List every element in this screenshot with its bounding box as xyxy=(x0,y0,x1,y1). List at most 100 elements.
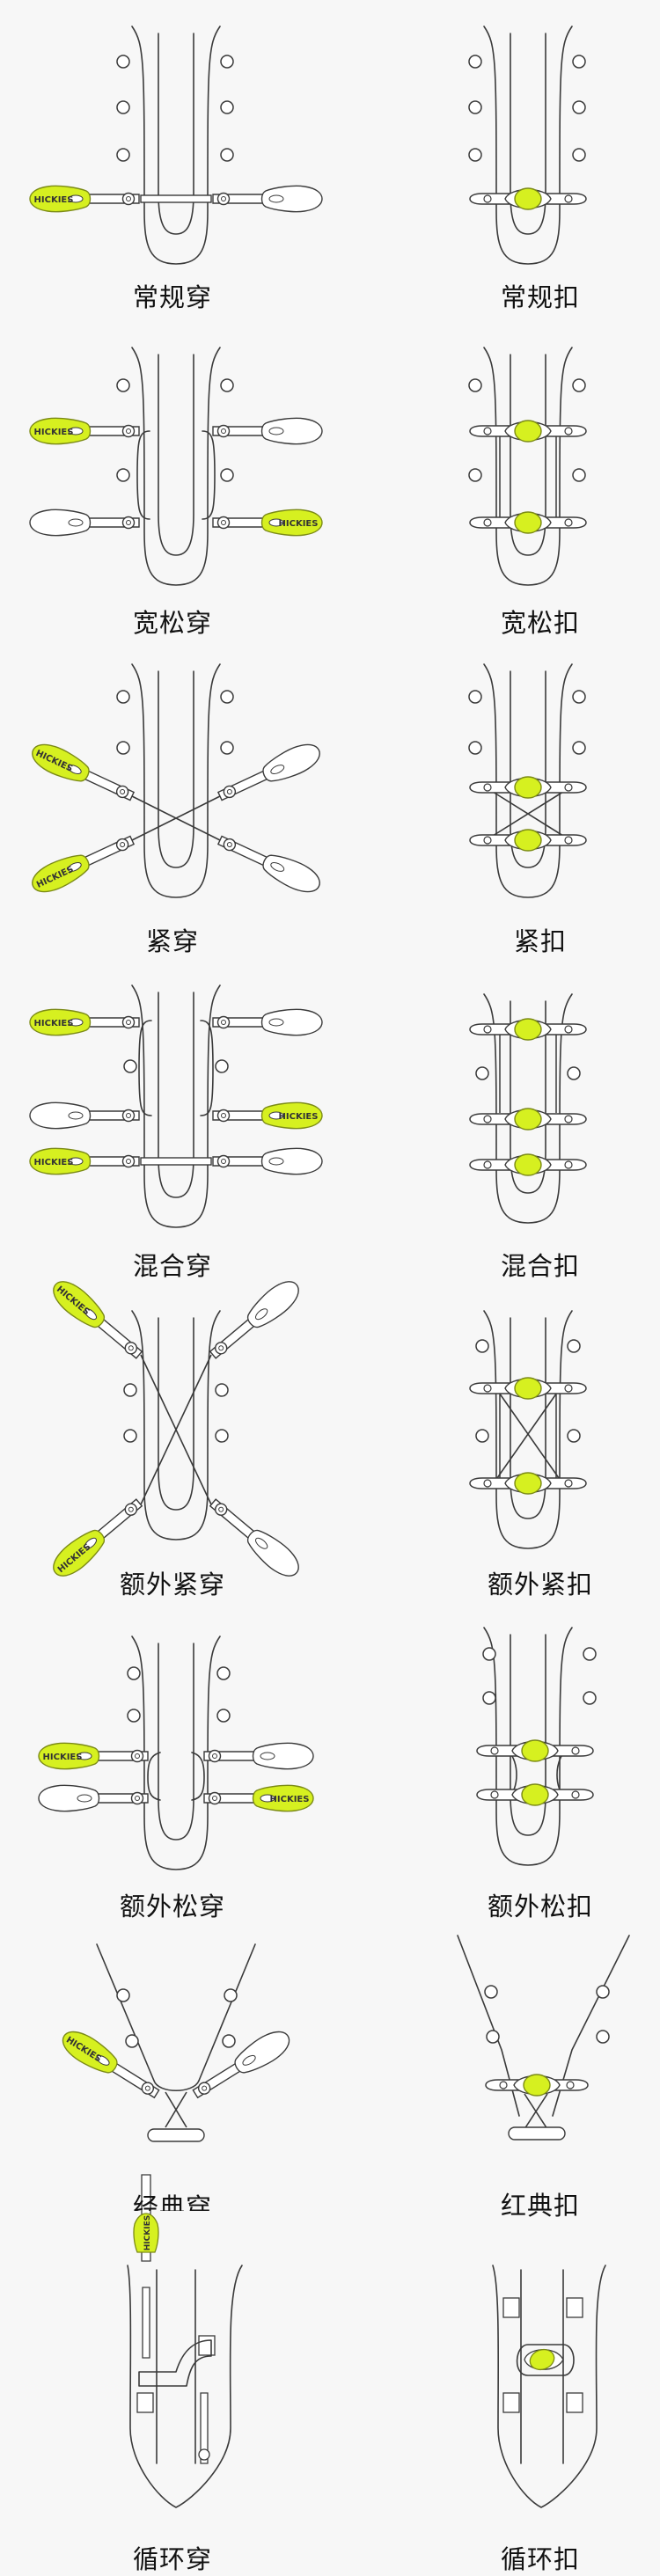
lace-clip-icon xyxy=(212,1008,323,1036)
crossed-lace xyxy=(140,1354,212,1505)
shoe-tongue xyxy=(156,2269,196,2464)
eyelet-icon xyxy=(116,468,130,482)
shoe-outline xyxy=(127,2265,243,2508)
eyelet-tab xyxy=(198,2335,216,2356)
eyelet-icon xyxy=(564,1479,573,1488)
eyelet-icon xyxy=(216,1666,231,1680)
clip-button-icon xyxy=(514,187,542,210)
diagram-loose-clip xyxy=(468,347,587,586)
diagram-classic-lacing: HICKIES xyxy=(62,1943,290,2142)
loose-loop xyxy=(200,1020,214,1116)
diagram-loose-lacing: HICKIES HICKIES xyxy=(29,347,323,586)
eyelet-icon xyxy=(220,468,234,482)
eyelet-icon xyxy=(564,783,573,792)
lace-clip-icon xyxy=(38,1784,149,1812)
eyelet-icon xyxy=(127,1666,141,1680)
shoe-outline xyxy=(483,347,573,586)
eyelet-icon xyxy=(198,2448,210,2461)
eyelet-icon xyxy=(483,1025,492,1034)
eyelet-icon xyxy=(482,1647,496,1661)
eyelet-tab xyxy=(566,2392,583,2413)
lace-clip-icon: HICKIES xyxy=(212,1101,323,1130)
loose-loop xyxy=(147,1752,161,1801)
diagram-extra-tight-clip xyxy=(469,1310,587,1549)
eyelet-icon xyxy=(220,148,234,162)
shoe-outline xyxy=(131,347,221,586)
eyelet-icon xyxy=(572,468,586,482)
shoe-tongue xyxy=(158,1643,194,1841)
eyelet-icon xyxy=(567,1066,581,1080)
shoe-tongue xyxy=(158,1317,194,1511)
lace-clip-icon xyxy=(29,509,140,537)
clip-stem xyxy=(200,2392,209,2464)
eyelet-icon xyxy=(567,1339,581,1353)
shoe-tongue xyxy=(510,354,546,556)
eyelet-icon xyxy=(564,194,573,203)
lace-clip-icon: HICKIES xyxy=(133,2174,159,2262)
diagram-regular-clip xyxy=(468,26,587,265)
shoe-outline xyxy=(131,26,221,265)
eyelet-icon xyxy=(125,2034,139,2048)
brand-text: HICKIES xyxy=(279,1112,319,1122)
label-tight-clip: 紧扣 xyxy=(513,926,567,956)
eyelet-icon xyxy=(220,378,234,392)
eyelet-icon xyxy=(483,1479,492,1488)
clip-button-icon xyxy=(514,420,542,443)
eyelet-tab xyxy=(136,2392,154,2413)
eyelet-icon xyxy=(475,1339,489,1353)
loop-lace xyxy=(138,2339,212,2387)
eyelet-icon xyxy=(596,1985,610,1999)
eyelet-icon xyxy=(224,1988,238,2002)
eyelet-tab xyxy=(502,2392,520,2413)
eyelet-icon xyxy=(468,741,482,755)
clip-button-icon xyxy=(514,776,542,799)
eyelet-icon xyxy=(116,100,130,114)
crossed-lace xyxy=(131,795,221,841)
eyelet-icon xyxy=(216,1709,231,1723)
diagram-extra-loose-clip xyxy=(476,1627,597,1866)
label-tight-lacing: 紧穿 xyxy=(145,926,199,956)
shoe-tongue xyxy=(510,1317,546,1519)
shoe-tongue xyxy=(158,354,194,556)
lace-clip-icon xyxy=(29,1101,140,1130)
label-extra-tight-clip: 额外紧扣 xyxy=(487,1570,593,1599)
lace-clip-icon xyxy=(216,743,320,801)
eyelet-icon xyxy=(483,518,492,527)
shoe-tongue xyxy=(158,992,194,1198)
clip-button-icon xyxy=(514,1108,542,1131)
eyelet-icon xyxy=(571,1790,580,1799)
eyelet-icon xyxy=(564,427,573,435)
eyelet-icon xyxy=(116,690,130,704)
crossed-lace xyxy=(524,2093,548,2130)
eyelet-icon xyxy=(567,1429,581,1443)
brand-text: HICKIES xyxy=(34,195,74,205)
shoe-outline xyxy=(131,1310,221,1540)
lace-clip-icon xyxy=(212,417,323,445)
eyelet-icon xyxy=(572,100,586,114)
brand-text: HICKIES xyxy=(279,519,319,529)
shoe-outline xyxy=(483,26,573,265)
clip-button-icon xyxy=(514,829,542,852)
eyelet-icon xyxy=(468,55,482,69)
eyelet-icon xyxy=(571,1746,580,1755)
eyelet-icon xyxy=(566,2081,575,2089)
eyelet-icon xyxy=(572,378,586,392)
shoe-outline xyxy=(483,663,573,898)
diagram-mixed-clip xyxy=(469,993,587,1224)
diagram-loop-clip xyxy=(492,2265,606,2508)
eyelet-icon xyxy=(215,1383,229,1397)
shoe-tongue xyxy=(510,33,546,235)
brand-text: HICKIES xyxy=(34,428,74,437)
label-loose-lacing: 宽松穿 xyxy=(132,608,212,638)
brand-text: HICKIES xyxy=(34,1158,74,1167)
loose-loop xyxy=(191,1752,205,1801)
eyelet-icon xyxy=(468,378,482,392)
brand-text: HICKIES xyxy=(34,1019,74,1028)
clip-button-icon xyxy=(521,1739,549,1762)
clip-button-icon xyxy=(514,1377,542,1400)
lace-clip-icon: HICKIES xyxy=(29,1147,140,1175)
eyelet-tab xyxy=(566,2297,583,2318)
eyelet-icon xyxy=(483,1115,492,1123)
